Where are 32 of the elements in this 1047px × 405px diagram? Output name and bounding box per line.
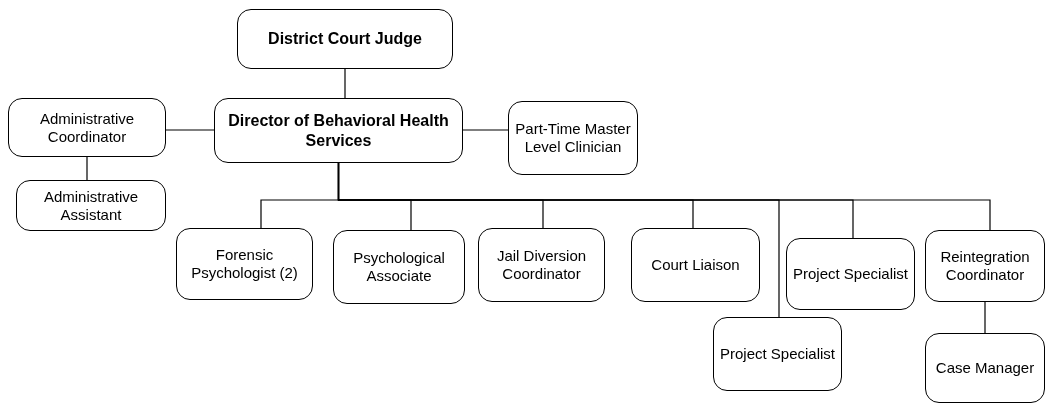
role-title: Case Manager	[935, 359, 1035, 377]
connector-line	[86, 156, 88, 181]
role-title: Part-Time Master Level Clinician	[514, 120, 632, 156]
role-title: District Court Judge	[268, 29, 422, 49]
role-box	[478, 228, 605, 302]
role-title: Forensic Psychologist (2)	[190, 246, 299, 282]
role-title: Psychological Associate	[352, 249, 446, 285]
role-title: Project Specialist	[792, 265, 909, 283]
role-box	[214, 98, 463, 163]
connector-line	[165, 129, 215, 131]
role-title: Director of Behavioral Health Services	[227, 111, 450, 150]
role-box	[925, 333, 1045, 403]
role-box	[786, 238, 915, 310]
role-box	[176, 228, 313, 300]
role-box	[16, 180, 166, 231]
role-box	[631, 228, 760, 302]
role-title: Project Specialist	[719, 345, 836, 363]
role-title: Reintegration Coordinator	[939, 248, 1031, 284]
role-box	[713, 317, 842, 391]
role-title: Jail Diversion Coordinator	[495, 247, 588, 283]
role-box	[237, 9, 453, 69]
role-box	[508, 101, 638, 175]
role-title: Administrative Coordinator	[38, 109, 136, 146]
role-title: Court Liaison	[651, 256, 740, 274]
role-box	[925, 230, 1045, 302]
role-box	[333, 230, 465, 304]
connector-line	[337, 162, 991, 231]
role-title: Administrative Assistant	[42, 187, 140, 224]
connector-line	[984, 301, 986, 334]
role-box	[8, 98, 166, 157]
connector-line	[462, 129, 509, 131]
connector-line	[344, 68, 346, 99]
